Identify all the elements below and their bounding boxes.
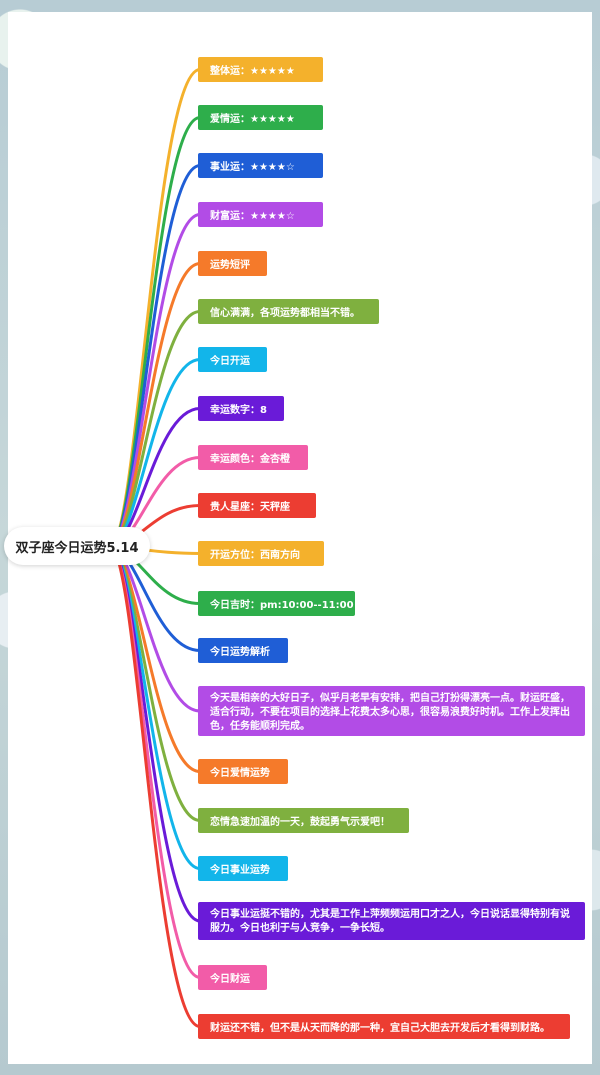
node-wealth-title[interactable]: 今日财运 bbox=[198, 965, 267, 990]
node-summary-title[interactable]: 运势短评 bbox=[198, 251, 267, 276]
node-lucky-direction[interactable]: 开运方位：西南方向 bbox=[198, 541, 324, 566]
node-love[interactable]: 爱情运：★★★★★ bbox=[198, 105, 323, 130]
node-wealth-text[interactable]: 财运还不错，但不是从天而降的那一种，宜自己大胆去开发后才看得到财路。 bbox=[198, 1014, 570, 1039]
link-wealth-text bbox=[108, 545, 202, 1028]
node-analysis[interactable]: 今天是相亲的大好日子，似乎月老早有安排，把自己打扮得漂亮一点。财运旺盛，适合行动… bbox=[198, 686, 585, 736]
link-love bbox=[108, 116, 202, 549]
node-lucky-time[interactable]: 今日吉时：pm:10:00--11:00 bbox=[198, 591, 355, 616]
node-career-title[interactable]: 今日事业运势 bbox=[198, 856, 288, 881]
node-lucky-number[interactable]: 幸运数字：8 bbox=[198, 396, 284, 421]
node-love-title[interactable]: 今日爱情运势 bbox=[198, 759, 288, 784]
node-lucky-color[interactable]: 幸运颜色：金杏橙 bbox=[198, 445, 308, 470]
root-node[interactable]: 双子座今日运势5.14 bbox=[4, 527, 150, 565]
node-career[interactable]: 事业运：★★★★☆ bbox=[198, 153, 323, 178]
node-analysis-title[interactable]: 今日运势解析 bbox=[198, 638, 288, 663]
node-summary[interactable]: 信心满满，各项运势都相当不错。 bbox=[198, 299, 379, 324]
node-overall[interactable]: 整体运：★★★★★ bbox=[198, 57, 323, 82]
node-luck-title[interactable]: 今日开运 bbox=[198, 347, 267, 372]
node-noble-sign[interactable]: 贵人星座：天秤座 bbox=[198, 493, 316, 518]
node-love-text[interactable]: 恋情急速加温的一天，鼓起勇气示爱吧！ bbox=[198, 808, 409, 833]
node-wealth[interactable]: 财富运：★★★★☆ bbox=[198, 202, 323, 227]
node-career-text[interactable]: 今日事业运挺不错的，尤其是工作上萍频频运用口才之人，今日说话显得特别有说服力。今… bbox=[198, 902, 585, 940]
